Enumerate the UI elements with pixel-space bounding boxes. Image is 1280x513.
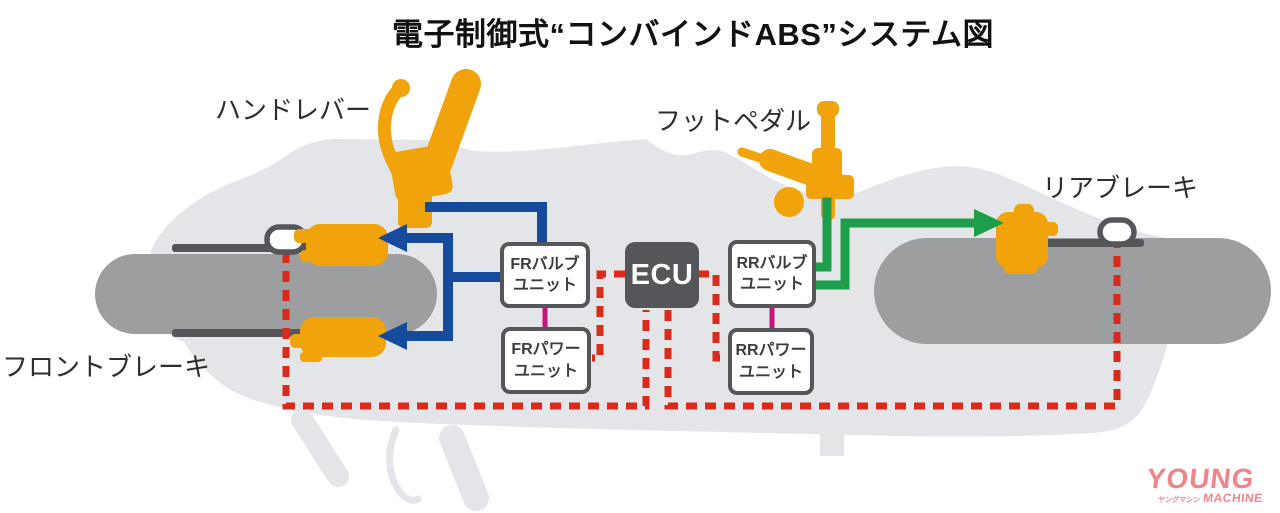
rr-valve-unit-line1: RRバルブ	[736, 254, 808, 272]
rr-valve-unit-box: RRバルブ ユニット	[728, 240, 816, 308]
fr-valve-unit-box: FRバルブ ユニット	[500, 242, 590, 308]
foot-pedal-label: フットペダル	[655, 106, 812, 136]
front-fork-silhouette	[291, 409, 349, 487]
rear-caliper-icon	[996, 204, 1058, 274]
lever-to-fr-valve-line	[425, 202, 547, 245]
rr-valve-to-caliper-line	[811, 218, 977, 290]
power-link-lines	[542, 306, 775, 330]
diagram-title: 電子制御式“コンバインドABS”システム図	[391, 17, 995, 52]
logo-machine-text: MACHINE	[1202, 490, 1264, 505]
fr-power-unit-line2: ユニット	[513, 362, 578, 380]
logo-young-text: YOUNG	[1145, 463, 1257, 494]
ecu-label: ECU	[630, 258, 694, 291]
young-machine-logo: YOUNG ヤングマシン MACHINE	[1134, 463, 1266, 505]
side-stand-silhouette	[439, 425, 489, 511]
fr-power-unit-line1: FRパワー	[511, 341, 581, 359]
front-brake-label: フロントブレーキ	[2, 352, 211, 382]
rear-hydraulic-lines	[811, 197, 977, 290]
front-lower-arrowhead	[378, 322, 407, 350]
rear-arrowhead	[974, 209, 1004, 237]
logo-katakana-text: ヤングマシン	[1157, 496, 1201, 504]
front-lower-caliper-icon	[290, 317, 386, 362]
signal-line-front-sensor	[282, 252, 650, 410]
rr-power-unit-line2: ユニット	[738, 363, 803, 381]
signal-line-rear-sensor	[664, 246, 1121, 410]
ecu-signal-lines	[282, 246, 1121, 410]
rear-wheel-speed-sensor	[1097, 217, 1137, 247]
hand-lever-label: ハンドレバー	[215, 95, 372, 125]
fr-power-unit-box: FRパワー ユニット	[501, 327, 591, 394]
fr-valve-to-calipers-line	[401, 233, 507, 341]
fr-valve-unit-line2: ユニット	[512, 277, 577, 294]
rr-power-unit-box: RRパワー ユニット	[728, 328, 814, 395]
front-wheel	[95, 254, 437, 334]
ecu-box: ECU	[625, 242, 699, 308]
rr-valve-unit-line2: ユニット	[739, 276, 804, 293]
front-upper-caliper-icon	[294, 224, 388, 266]
rear-brake-label: リアブレーキ	[1042, 173, 1199, 203]
pedal-to-rr-valve-line	[813, 197, 832, 272]
signal-line-fr-power	[592, 270, 625, 362]
signal-line-rr-power	[698, 270, 726, 362]
foot-pedal-icon	[737, 101, 854, 220]
rr-power-unit-line1: RRパワー	[735, 342, 807, 360]
rear-wheel	[874, 238, 1271, 344]
kickstand-silhouette	[386, 426, 422, 504]
front-hydraulic-lines	[401, 202, 547, 341]
hand-lever-icon	[377, 69, 481, 228]
front-upper-arrowhead	[378, 224, 407, 252]
fr-valve-unit-line1: FRバルブ	[510, 255, 580, 273]
